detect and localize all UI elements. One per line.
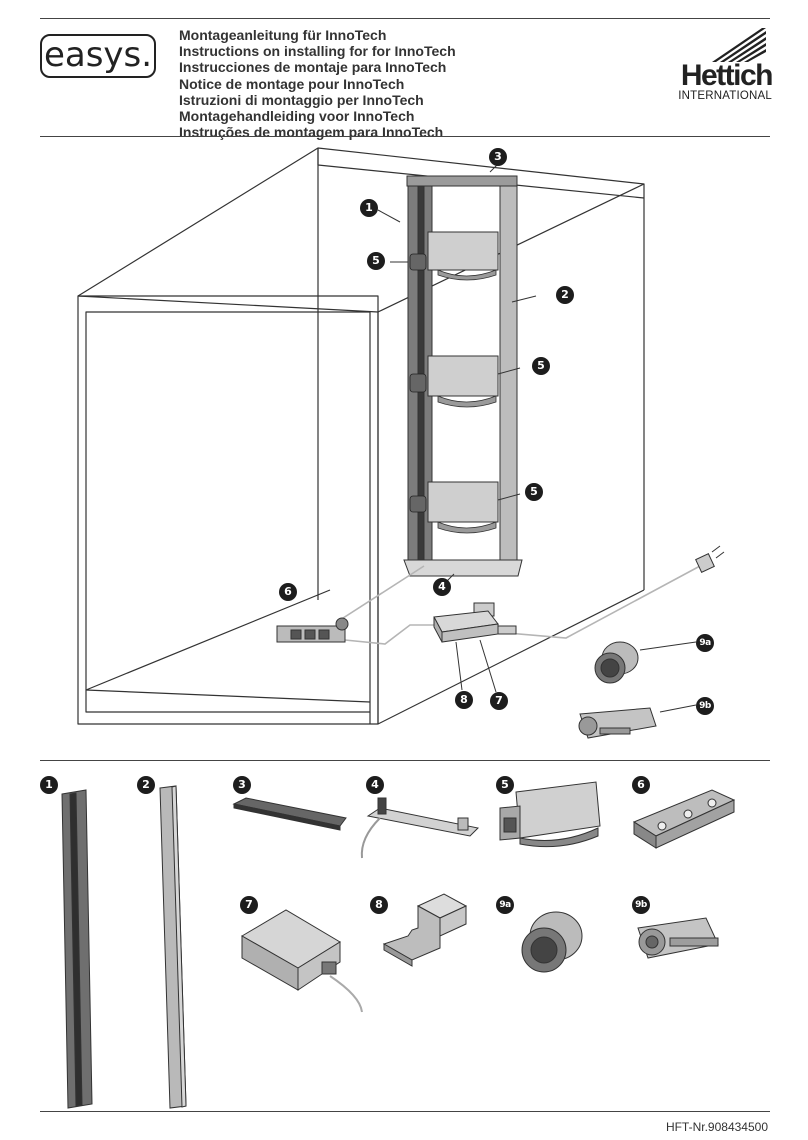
part-label-8: 8: [370, 896, 388, 914]
document-number: HFT-Nr.908434500: [665, 1120, 768, 1134]
top-rule: [40, 18, 770, 19]
part-label-5: 5: [496, 776, 514, 794]
brand-name: Hettich: [680, 59, 774, 92]
easys-logo: easys.: [40, 34, 156, 78]
title-it: Istruzioni di montaggio per InnoTech: [179, 91, 424, 108]
callout-9b: 9b: [696, 697, 714, 715]
callout-5-bottom: 5: [525, 483, 543, 501]
hettich-logo: Hettich INTERNATIONAL: [656, 59, 774, 103]
section-rule: [40, 760, 770, 761]
title-fr: Notice de montage pour InnoTech: [179, 75, 405, 92]
footer-rule: [40, 1111, 770, 1112]
part-label-4: 4: [366, 776, 384, 794]
brand-sub: INTERNATIONAL: [678, 90, 772, 102]
part-label-3: 3: [233, 776, 251, 794]
callout-3: 3: [489, 148, 507, 166]
callout-5-top: 5: [367, 252, 385, 270]
callout-2: 2: [556, 286, 574, 304]
title-es: Instrucciones de montaje para InnoTech: [179, 59, 447, 76]
part-label-9b: 9b: [632, 896, 650, 914]
part-label-7: 7: [240, 896, 258, 914]
part-label-1: 1: [40, 776, 58, 794]
part-label-9a: 9a: [496, 896, 514, 914]
title-nl: Montagehandleiding voor InnoTech: [179, 108, 415, 125]
title-de: Montageanleitung für InnoTech: [179, 27, 387, 43]
callout-8: 8: [455, 691, 473, 709]
callout-7: 7: [490, 692, 508, 710]
callout-1: 1: [360, 199, 378, 217]
title-block: Montageanleitung für InnoTech Instructio…: [179, 27, 509, 140]
callout-5-middle: 5: [532, 357, 550, 375]
part-label-2: 2: [137, 776, 155, 794]
header-rule: [40, 136, 770, 137]
title-en: Instructions on installing for for InnoT…: [179, 43, 456, 60]
part-label-6: 6: [632, 776, 650, 794]
callout-9a: 9a: [696, 634, 714, 652]
callout-4: 4: [433, 578, 451, 596]
callout-6: 6: [279, 583, 297, 601]
